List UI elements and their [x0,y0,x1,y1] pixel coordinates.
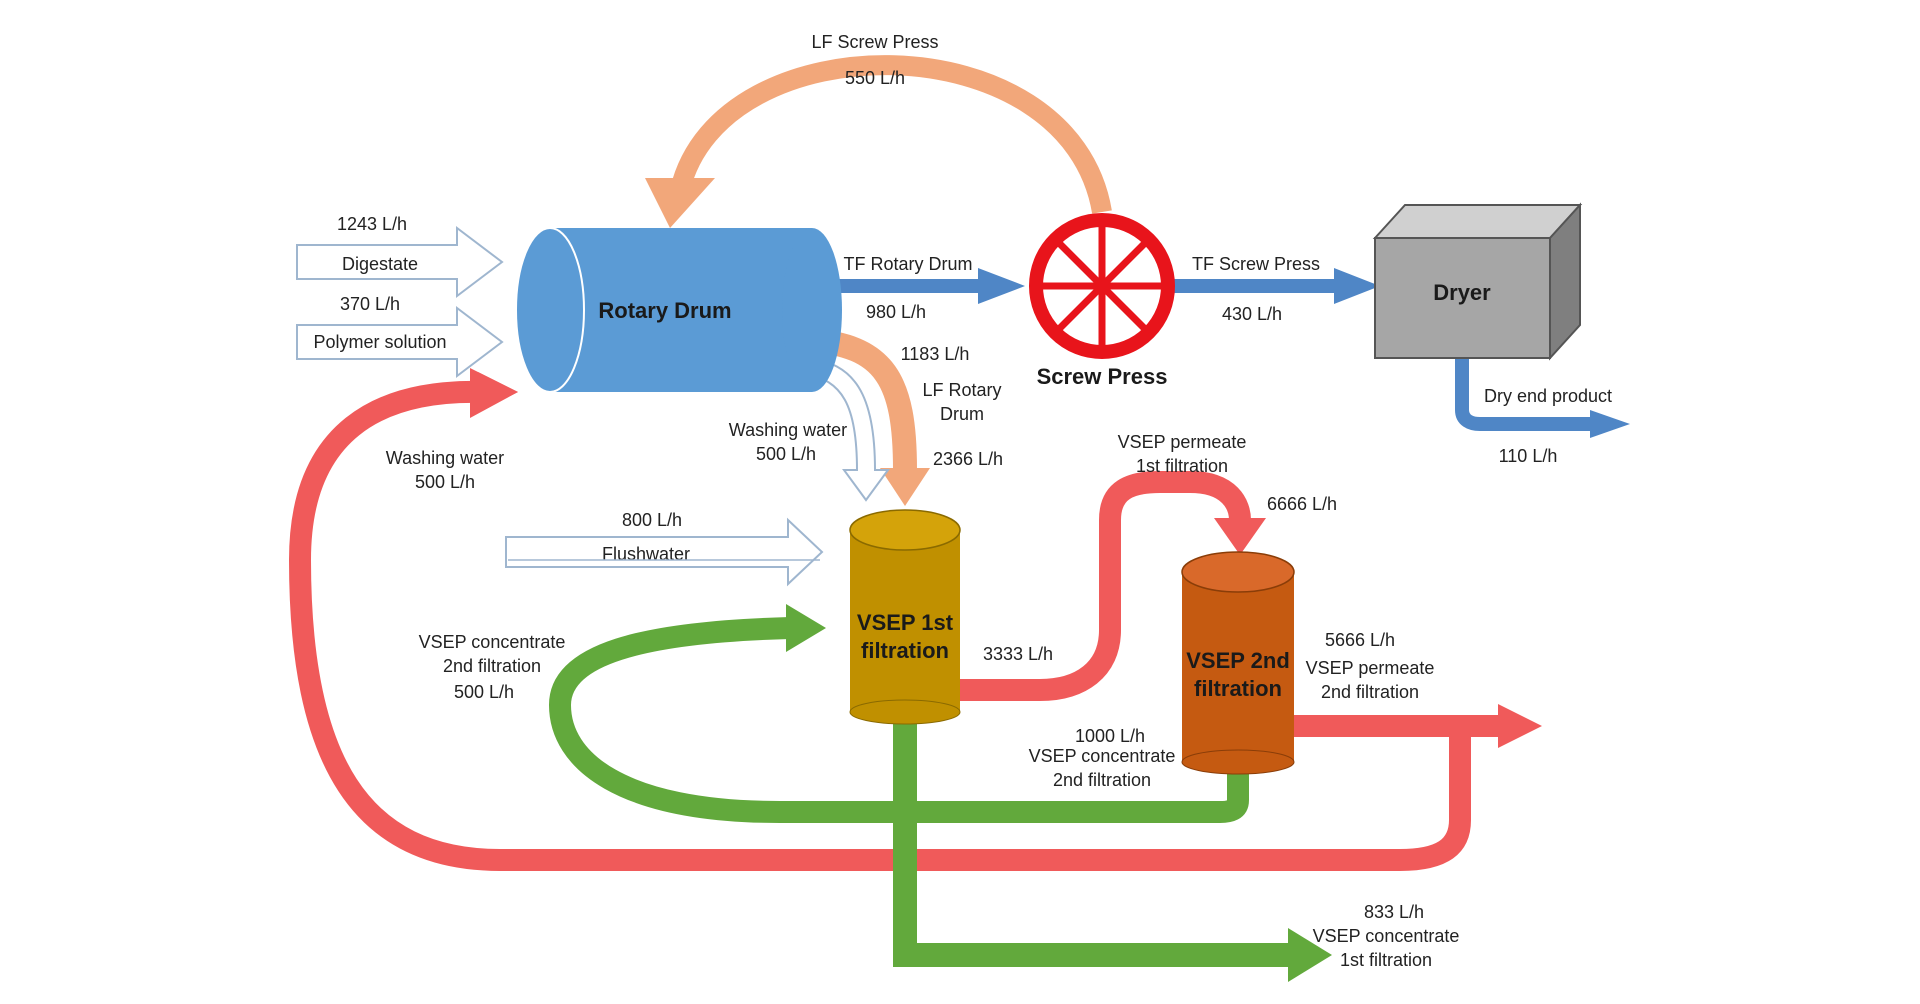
dryer-unit: Dryer [1372,202,1583,361]
rotary-drum-unit: Rotary Drum [515,227,842,393]
vsep-2nd-filtration-unit: VSEP 2nd filtration [1181,551,1295,775]
tf-rotary-drum-arrow [815,268,1025,304]
vsep-concentrate-2nd-recycle-line2: 2nd filtration [443,656,541,676]
polymer-input-arrow [296,305,504,379]
vsep-permeate-2nd-flow: 5666 L/h [1325,630,1395,650]
washing-water-recycle-label: Washing water [386,448,504,468]
digestate-input-arrow [296,225,504,299]
screw-press-unit: Screw Press [1029,213,1175,389]
vsep2-label-line2: filtration [1194,676,1282,701]
vsep-permeate-2nd-label-line2: 2nd filtration [1321,682,1419,702]
lf-rotary-drum-flow: 1183 L/h [901,344,970,364]
vsep1-to-vsep2-flow: 3333 L/h [983,644,1053,664]
vsep-permeate-2nd-arrow [1290,704,1542,748]
vsep-permeate-1st-label-line2: 1st filtration [1136,456,1228,476]
vsep1-label-line1: VSEP 1st [857,610,954,635]
washing-water-in-label: Washing water [729,420,847,440]
vsep-concentrate-2nd-label-line2: 2nd filtration [1053,770,1151,790]
vsep-concentrate-1st-arrow [893,718,1332,982]
vsep-concentrate-2nd-flow: 1000 L/h [1075,726,1145,746]
vsep-permeate-1st-label-line1: VSEP permeate [1118,432,1247,452]
lf-screw-press-label: LF Screw Press [811,32,938,52]
vsep-concentrate-2nd-label-line1: VSEP concentrate [1029,746,1176,766]
vsep-concentrate-2nd-recycle-line1: VSEP concentrate [419,632,566,652]
vsep-permeate-1st-flow: 6666 L/h [1267,494,1337,514]
dry-end-product-arrow [1455,358,1630,438]
dryer-label: Dryer [1433,280,1491,305]
vsep-concentrate-1st-flow: 833 L/h [1364,902,1424,922]
flushwater-input-arrow [505,517,824,587]
washing-water-recycle-flow: 500 L/h [415,472,475,492]
dry-end-product-flow: 110 L/h [1499,446,1558,466]
washing-water-recycle-loop [288,368,1471,871]
flushwater-flow: 800 L/h [622,510,682,530]
dry-end-product-label: Dry end product [1484,386,1612,406]
lf-screw-press-arrow [645,55,1112,228]
tf-screw-press-label: TF Screw Press [1192,254,1320,274]
digestate-label: Digestate [342,254,418,274]
vsep-concentrate-2nd-recycle-flow: 500 L/h [454,682,514,702]
lf-rotary-drum-label-line2: Drum [940,404,984,424]
washing-water-in-flow: 500 L/h [756,444,816,464]
flushwater-label: Flushwater [602,544,690,564]
vsep-permeate-1st-arrow [958,471,1266,701]
screw-press-label: Screw Press [1037,364,1168,389]
vsep-1st-filtration-unit: VSEP 1st filtration [849,509,961,725]
rotary-drum-label: Rotary Drum [598,298,731,323]
tf-rotary-drum-flow: 980 L/h [866,302,926,322]
vsep-concentrate-2nd-recycle-arrow [548,604,1249,823]
vsep-concentrate-1st-label-line1: VSEP concentrate [1313,926,1460,946]
tf-rotary-drum-label: TF Rotary Drum [843,254,972,274]
polymer-flow: 370 L/h [340,294,400,314]
vsep-permeate-2nd-label-line1: VSEP permeate [1306,658,1435,678]
digestate-flow: 1243 L/h [337,214,407,234]
lf-rotary-drum-label-line1: LF Rotary [922,380,1001,400]
lf-rotary-drum-total: 2366 L/h [933,449,1003,469]
vsep1-label-line2: filtration [861,638,949,663]
tf-screw-press-flow: 430 L/h [1222,304,1282,324]
vsep2-label-line1: VSEP 2nd [1186,648,1290,673]
tf-screw-press-arrow [1168,268,1380,304]
lf-screw-press-flow: 550 L/h [845,68,905,88]
polymer-label: Polymer solution [313,332,446,352]
washing-water-in-arrow [804,356,890,502]
vsep-concentrate-1st-label-line2: 1st filtration [1340,950,1432,970]
